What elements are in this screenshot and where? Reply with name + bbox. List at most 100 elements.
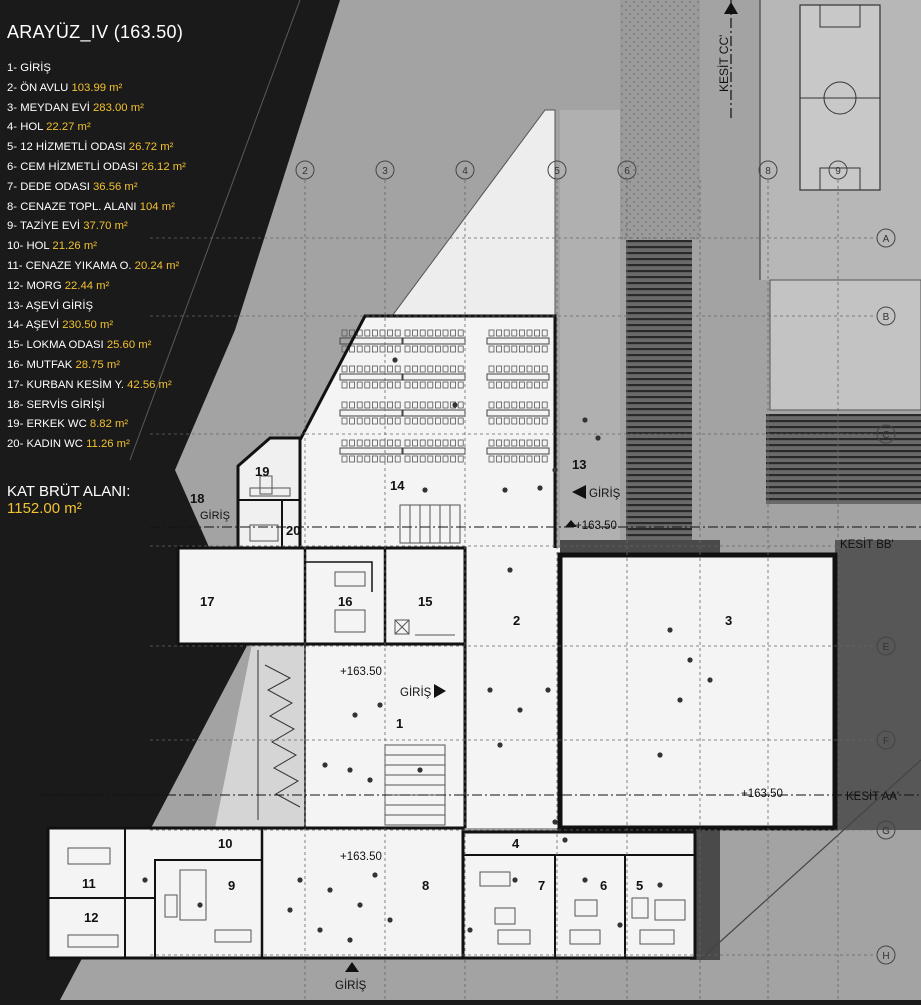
section-line-cc: KESİT CC' — [717, 0, 738, 120]
person-figure — [142, 877, 148, 883]
legend-item: 17- KURBAN KESİM Y. 42.56 m² — [7, 376, 212, 396]
legend-item-area: 28.75 m² — [75, 358, 121, 371]
legend-item-number: 20- — [7, 438, 24, 451]
person-figure — [657, 752, 663, 758]
legend-item: 20- KADIN WC 11.26 m² — [7, 435, 212, 455]
legend-item-number: 2- — [7, 81, 18, 94]
entrance-label: GİRİŞ — [200, 509, 230, 522]
person-figure — [595, 435, 601, 441]
person-figure — [582, 877, 588, 883]
building-plan — [48, 316, 835, 958]
dining-table — [339, 329, 403, 353]
person-figure — [487, 687, 493, 693]
section-label-aa: KESİT AA' — [846, 790, 899, 803]
room-number-15: 15 — [418, 594, 432, 609]
paved-zone-right-2 — [769, 279, 921, 411]
legend-item-name: ERKEK WC — [26, 418, 87, 431]
grid-row-g: G — [876, 820, 896, 840]
dining-table — [486, 329, 550, 353]
legend-item-number: 8- — [7, 200, 18, 213]
dining-table — [486, 365, 550, 389]
dining-table — [339, 439, 403, 463]
legend-item-area: 36.56 m² — [93, 180, 138, 193]
grid-row-e: E — [876, 636, 896, 656]
section-label-bb: KESİT BB' — [840, 538, 894, 551]
person-figure — [552, 467, 558, 473]
legend-item-name: DEDE ODASI — [20, 180, 90, 193]
grid-label: H — [882, 951, 889, 962]
legend-item-number: 11- — [7, 259, 23, 272]
legend-item: 5- 12 HİZMETLİ ODASI 26.72 m² — [7, 138, 212, 158]
legend-item-area: 37.70 m² — [83, 220, 128, 233]
person-figure — [537, 485, 543, 491]
room-number-12: 12 — [84, 910, 98, 925]
grid-label: A — [883, 234, 890, 245]
legend-item-name: MUTFAK — [26, 358, 73, 371]
grid-column-6: 6 — [617, 160, 637, 180]
person-figure — [422, 487, 428, 493]
legend-item-number: 10- — [7, 240, 24, 253]
legend-item-area: 25.60 m² — [106, 339, 152, 352]
level-label: +163.50 — [340, 851, 382, 863]
dining-table — [402, 401, 466, 425]
legend-item-name: SERVİS GİRİŞİ — [26, 398, 105, 411]
legend-item: 2- ÖN AVLU 103.99 m² — [7, 79, 212, 99]
legend-item: 12- MORG 22.44 m² — [7, 277, 212, 297]
section-line-aa: KESİT AA' — [40, 790, 921, 803]
legend-item-number: 17- — [7, 378, 24, 391]
person-figure — [497, 742, 503, 748]
person-figure — [512, 877, 518, 883]
room-number-17: 17 — [200, 594, 214, 609]
level-label: +163.50 — [741, 788, 783, 800]
grid-column-8: 8 — [758, 160, 778, 180]
person-figure — [452, 402, 458, 408]
legend-item-number: 6- — [7, 160, 18, 173]
legend-item-name: MORG — [26, 279, 62, 292]
legend-item-number: 5- — [7, 141, 18, 154]
plan-title: ARAYÜZ_IV (163.50) — [7, 22, 184, 42]
site-line — [699, 759, 921, 961]
room-number-8: 8 — [422, 878, 429, 893]
room-number-13: 13 — [572, 457, 586, 472]
legend-item-area: 26.12 m² — [141, 160, 186, 173]
structural-grid — [150, 180, 876, 1000]
person-figure — [347, 937, 353, 943]
room-number-1: 1 — [396, 716, 403, 731]
person-figure — [582, 417, 588, 423]
grid-row-c: C — [876, 424, 896, 444]
person-figure — [687, 657, 693, 663]
grid-row-b: B — [876, 306, 896, 326]
grid-column-4: 4 — [455, 160, 475, 180]
person-figure — [377, 702, 383, 708]
legend-item-name: KURBAN KESİM Y. — [26, 378, 124, 391]
legend-item: 3- MEYDAN EVİ 283.00 m² — [7, 99, 212, 119]
person-figure — [367, 777, 373, 783]
grid-column-2: 2 — [295, 160, 315, 180]
room-number-18: 18 — [190, 491, 204, 506]
legend-item: 15- LOKMA ODASI 25.60 m² — [7, 336, 212, 356]
person-figure — [317, 927, 323, 933]
room-numbers: 1 2 3 4 5 6 7 8 9 10 11 12 13 14 15 16 1… — [82, 457, 732, 925]
legend-item-area: 42.56 m² — [127, 378, 172, 391]
legend-item-number: 4- — [7, 121, 18, 134]
level-mark: +163.50 — [340, 666, 382, 678]
grid-row-a: A — [876, 228, 896, 248]
grid-label: F — [883, 736, 889, 747]
section-label-cc: KESİT CC' — [717, 35, 731, 92]
person-figure — [387, 917, 393, 923]
room-number-16: 16 — [338, 594, 352, 609]
legend-item-number: 16- — [7, 358, 24, 371]
room-number-9: 9 — [228, 878, 235, 893]
legend-item: 6- CEM HİZMETLİ ODASI 26.12 m² — [7, 158, 212, 178]
grid-label: 9 — [835, 166, 841, 177]
dining-table — [402, 365, 466, 389]
legend-item: 19- ERKEK WC 8.82 m² — [7, 415, 212, 435]
legend-item-area: 8.82 m² — [89, 418, 129, 431]
person-figure — [467, 927, 473, 933]
room-legend: ARAYÜZ_IV (163.50) 1- GİRİŞ 2- ÖN AVLU 1… — [7, 22, 212, 517]
grid-column-5: 5 — [547, 160, 567, 180]
legend-item-name: HOL — [20, 121, 43, 134]
legend-item-number: 12- — [7, 279, 24, 292]
level-label: +163.50 — [575, 520, 617, 532]
grid-column-9: 9 — [828, 160, 848, 180]
